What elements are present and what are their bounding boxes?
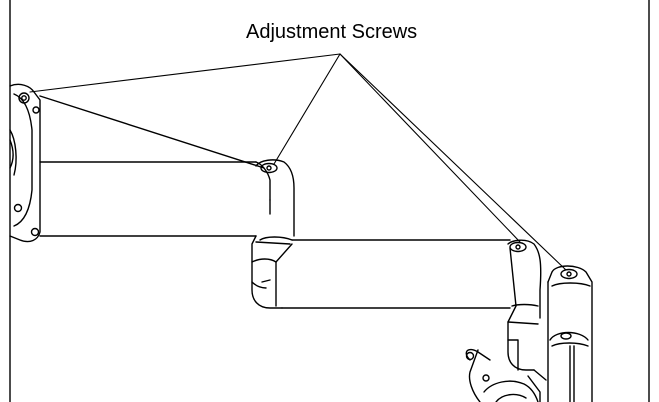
pivot-joint-middle: [251, 159, 295, 309]
adjustment-screws-label: Adjustment Screws: [246, 21, 418, 43]
arm-segment-upper: [39, 95, 271, 237]
mount-plate-bottom: [465, 348, 547, 402]
pivot-joint-right: [507, 239, 542, 371]
frame-border: [9, 0, 650, 402]
vertical-post-right: [547, 265, 593, 402]
callout-leader-lines: [29, 53, 567, 271]
arm-segment-lower: [281, 239, 511, 309]
mount-plate-left: [9, 83, 41, 243]
